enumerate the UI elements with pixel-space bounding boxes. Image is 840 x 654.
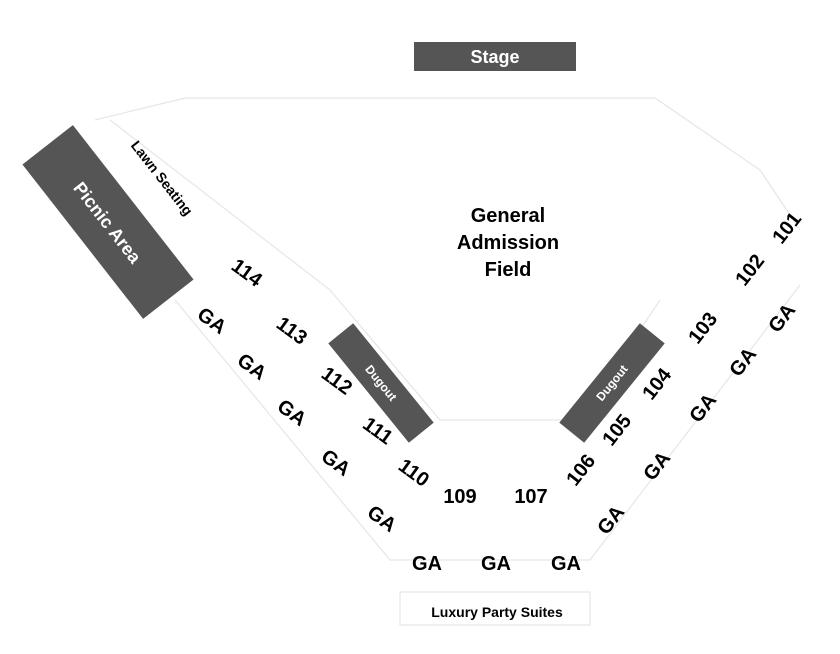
ga-bottom-1[interactable]: GA	[412, 553, 442, 575]
field-label-line2: Admission	[457, 232, 559, 254]
ga-bottom-3[interactable]: GA	[551, 553, 581, 575]
section-107[interactable]: 107	[514, 486, 547, 508]
general-admission-field[interactable]: General Admission Field	[457, 205, 559, 281]
picnic-area-box	[22, 125, 194, 319]
section-109[interactable]: 109	[443, 486, 476, 508]
field-outlines	[94, 97, 801, 626]
field-label-line1: General	[471, 205, 545, 227]
luxury-party-suites[interactable]: Luxury Party Suites	[431, 604, 563, 620]
stage-label: Stage	[470, 47, 519, 67]
bottom-ga-sections: GA GA GA	[412, 553, 581, 575]
stage-box	[414, 42, 576, 71]
ga-bottom-2[interactable]: GA	[481, 553, 511, 575]
dugout-right-box	[559, 323, 665, 443]
dugout-left-box	[328, 323, 434, 443]
field-label-line3: Field	[485, 259, 532, 281]
luxury-suites-label: Luxury Party Suites	[431, 604, 563, 620]
stage[interactable]: Stage	[414, 42, 576, 71]
